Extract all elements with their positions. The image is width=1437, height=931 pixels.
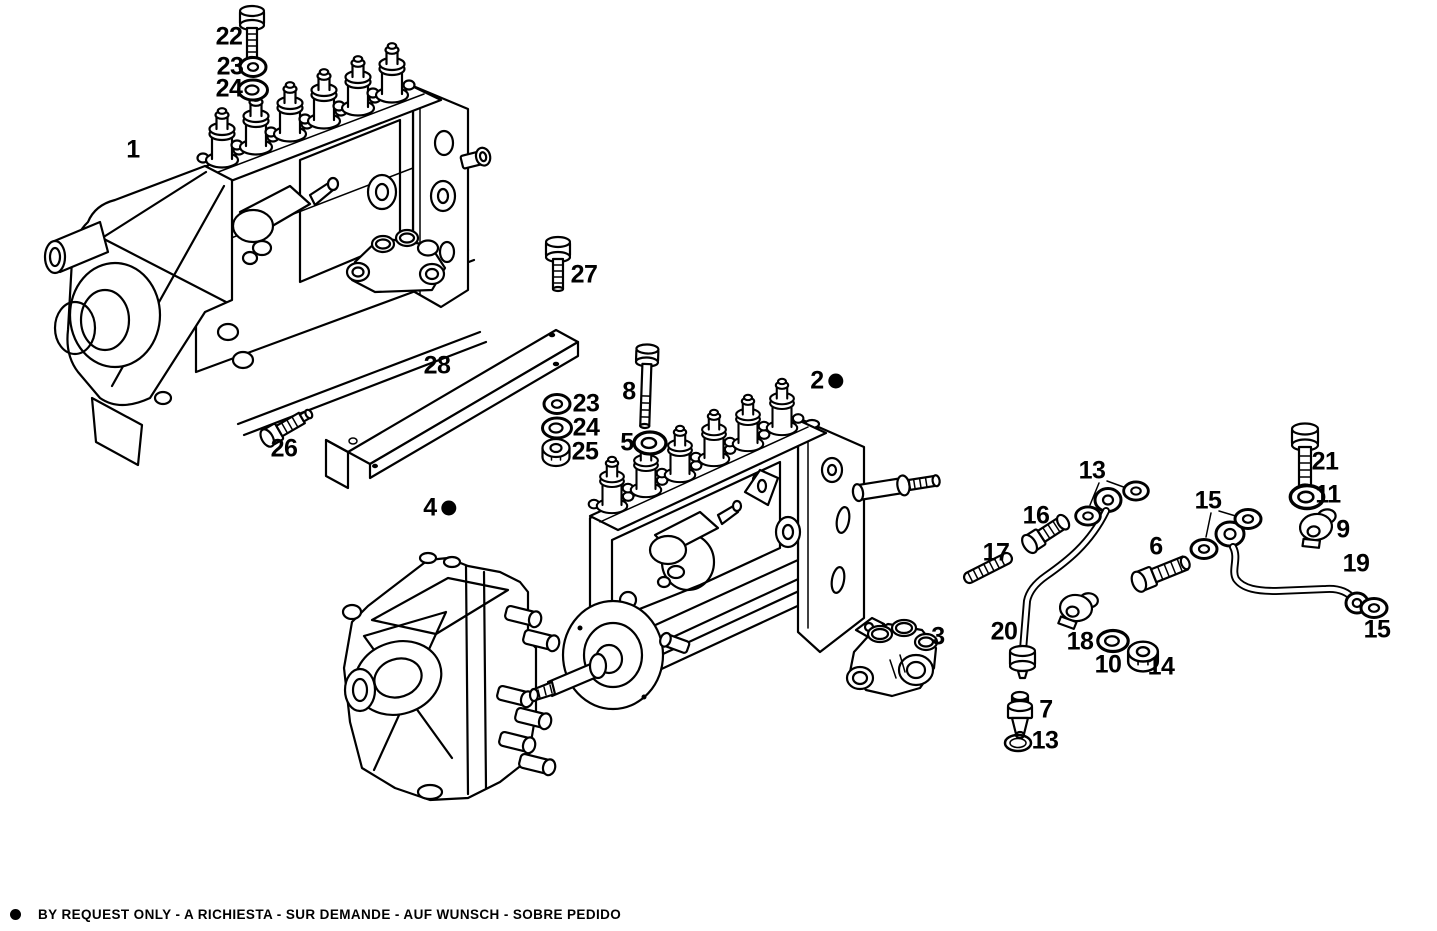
by-request-bullet-icon — [10, 909, 21, 920]
bolt-22-drawing — [238, 4, 266, 63]
bolt-16-drawing — [1021, 513, 1071, 555]
callout-24-top: 24 — [215, 74, 243, 103]
by-request-dot — [441, 500, 457, 516]
washer-15-a-drawing — [1233, 508, 1263, 530]
callout-25: 25 — [571, 437, 599, 466]
clamp-9-drawing — [1296, 507, 1341, 552]
bolt-26-drawing — [259, 408, 314, 448]
callout-1: 1 — [126, 135, 140, 164]
pump-assembly-2-drawing — [528, 377, 941, 711]
callout-23-top: 23 — [216, 52, 244, 81]
callout-13-b: 13 — [1031, 726, 1059, 755]
callout-18: 18 — [1066, 627, 1094, 656]
callout-8: 8 — [622, 377, 636, 406]
pump-assembly-1-drawing — [43, 42, 492, 467]
callout-26: 26 — [270, 434, 298, 463]
washer-5-drawing — [632, 430, 668, 456]
washer-24-top-drawing — [237, 78, 269, 102]
bracket-28-drawing — [324, 328, 580, 490]
callout-19: 19 — [1342, 549, 1370, 578]
seal-ring-13-drawing — [1003, 733, 1033, 753]
callout-17: 17 — [982, 538, 1010, 567]
clamp-18-drawing — [1056, 589, 1100, 633]
washer-13-a-drawing — [1074, 505, 1102, 527]
washer-24-mid-drawing — [541, 416, 573, 440]
callout-2: 2 — [810, 367, 844, 396]
bolt-8-drawing — [634, 343, 660, 430]
callout-13-a: 13 — [1078, 456, 1106, 485]
callout-15-a: 15 — [1194, 486, 1222, 515]
by-request-dot — [828, 373, 844, 389]
callout-23-mid: 23 — [572, 389, 600, 418]
callout-4: 4 — [423, 494, 457, 523]
washer-23-mid-drawing — [542, 393, 572, 415]
washer-23-top-drawing — [238, 56, 268, 78]
callout-3: 3 — [931, 622, 945, 651]
callout-6: 6 — [1149, 532, 1163, 561]
governor-unit-4-drawing — [341, 551, 562, 802]
bolt-27-drawing — [544, 235, 572, 293]
callout-7: 7 — [1039, 695, 1053, 724]
callout-27: 27 — [570, 260, 598, 289]
footer-legend: BY REQUEST ONLY - A RICHIESTA - SUR DEMA… — [10, 907, 621, 922]
callout-15-b: 15 — [1363, 615, 1391, 644]
fuel-pipe-19-drawing — [1214, 520, 1370, 615]
callout-20: 20 — [990, 617, 1018, 646]
footer-legend-text: BY REQUEST ONLY - A RICHIESTA - SUR DEMA… — [38, 907, 622, 922]
callout-14: 14 — [1147, 652, 1175, 681]
callout-10: 10 — [1094, 650, 1122, 679]
washer-10-drawing — [1096, 628, 1130, 654]
callout-9: 9 — [1336, 515, 1350, 544]
fuel-pipe-20-drawing — [1008, 487, 1123, 680]
callout-21: 21 — [1311, 447, 1339, 476]
washer-13-b-drawing — [1122, 480, 1150, 502]
nut-25-drawing — [541, 437, 571, 468]
callout-5: 5 — [620, 428, 634, 457]
fitting-7-drawing — [1006, 690, 1034, 740]
washer-15-b-drawing — [1189, 538, 1219, 560]
callout-24-mid: 24 — [572, 413, 600, 442]
stud-17-drawing — [962, 551, 1014, 585]
callout-16: 16 — [1022, 501, 1050, 530]
fitting-block-3-drawing — [845, 616, 939, 698]
callout-22: 22 — [215, 22, 243, 51]
callout-28: 28 — [423, 351, 451, 380]
bolt-6-drawing — [1130, 555, 1191, 593]
callout-11: 11 — [1315, 480, 1341, 509]
